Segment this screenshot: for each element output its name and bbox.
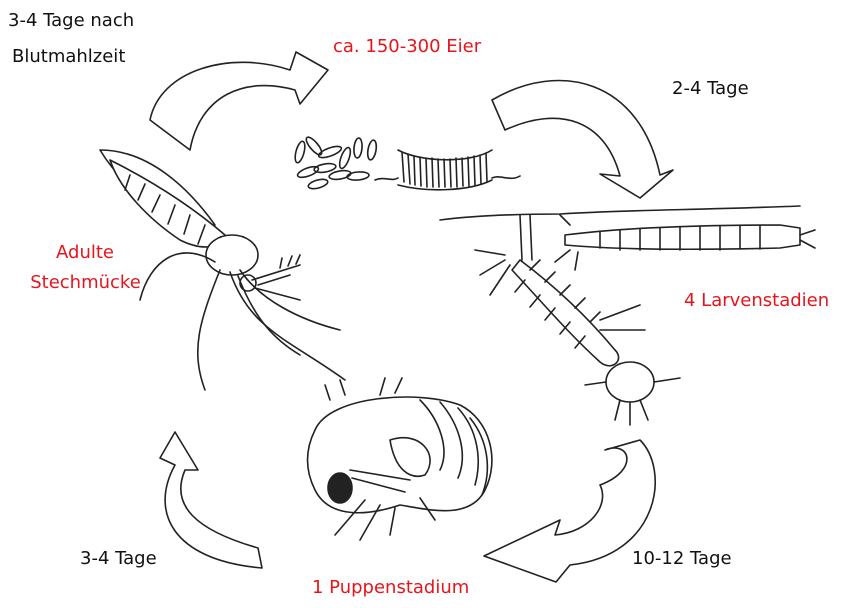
- pupa-icon: [308, 378, 492, 540]
- cycle-arrow-bottom-right: [484, 440, 655, 582]
- label-top-left-time: 3-4 Tage nach: [8, 8, 134, 34]
- eggs-icon: [293, 135, 377, 190]
- label-larvae: 4 Larvenstadien: [684, 288, 829, 314]
- label-pupa-to-adult-time: 3-4 Tage: [80, 546, 157, 572]
- label-adult-line2: Stechmücke: [28, 270, 143, 296]
- label-adult-line1: Adulte: [40, 240, 130, 266]
- label-eggs: ca. 150-300 Eier: [333, 34, 481, 60]
- label-larvae-to-pupa-time: 10-12 Tage: [632, 546, 732, 572]
- cycle-arrow-top-left: [150, 52, 328, 150]
- label-top-left-time-2: Blutmahlzeit: [12, 44, 125, 70]
- cycle-arrow-bottom-left: [160, 432, 262, 568]
- cycle-arrow-top-right: [492, 81, 673, 198]
- larva-icon: [440, 206, 815, 425]
- label-pupa: 1 Puppenstadium: [312, 575, 469, 601]
- egg-raft-icon: [375, 150, 520, 190]
- label-eggs-to-larvae-time: 2-4 Tage: [672, 76, 749, 102]
